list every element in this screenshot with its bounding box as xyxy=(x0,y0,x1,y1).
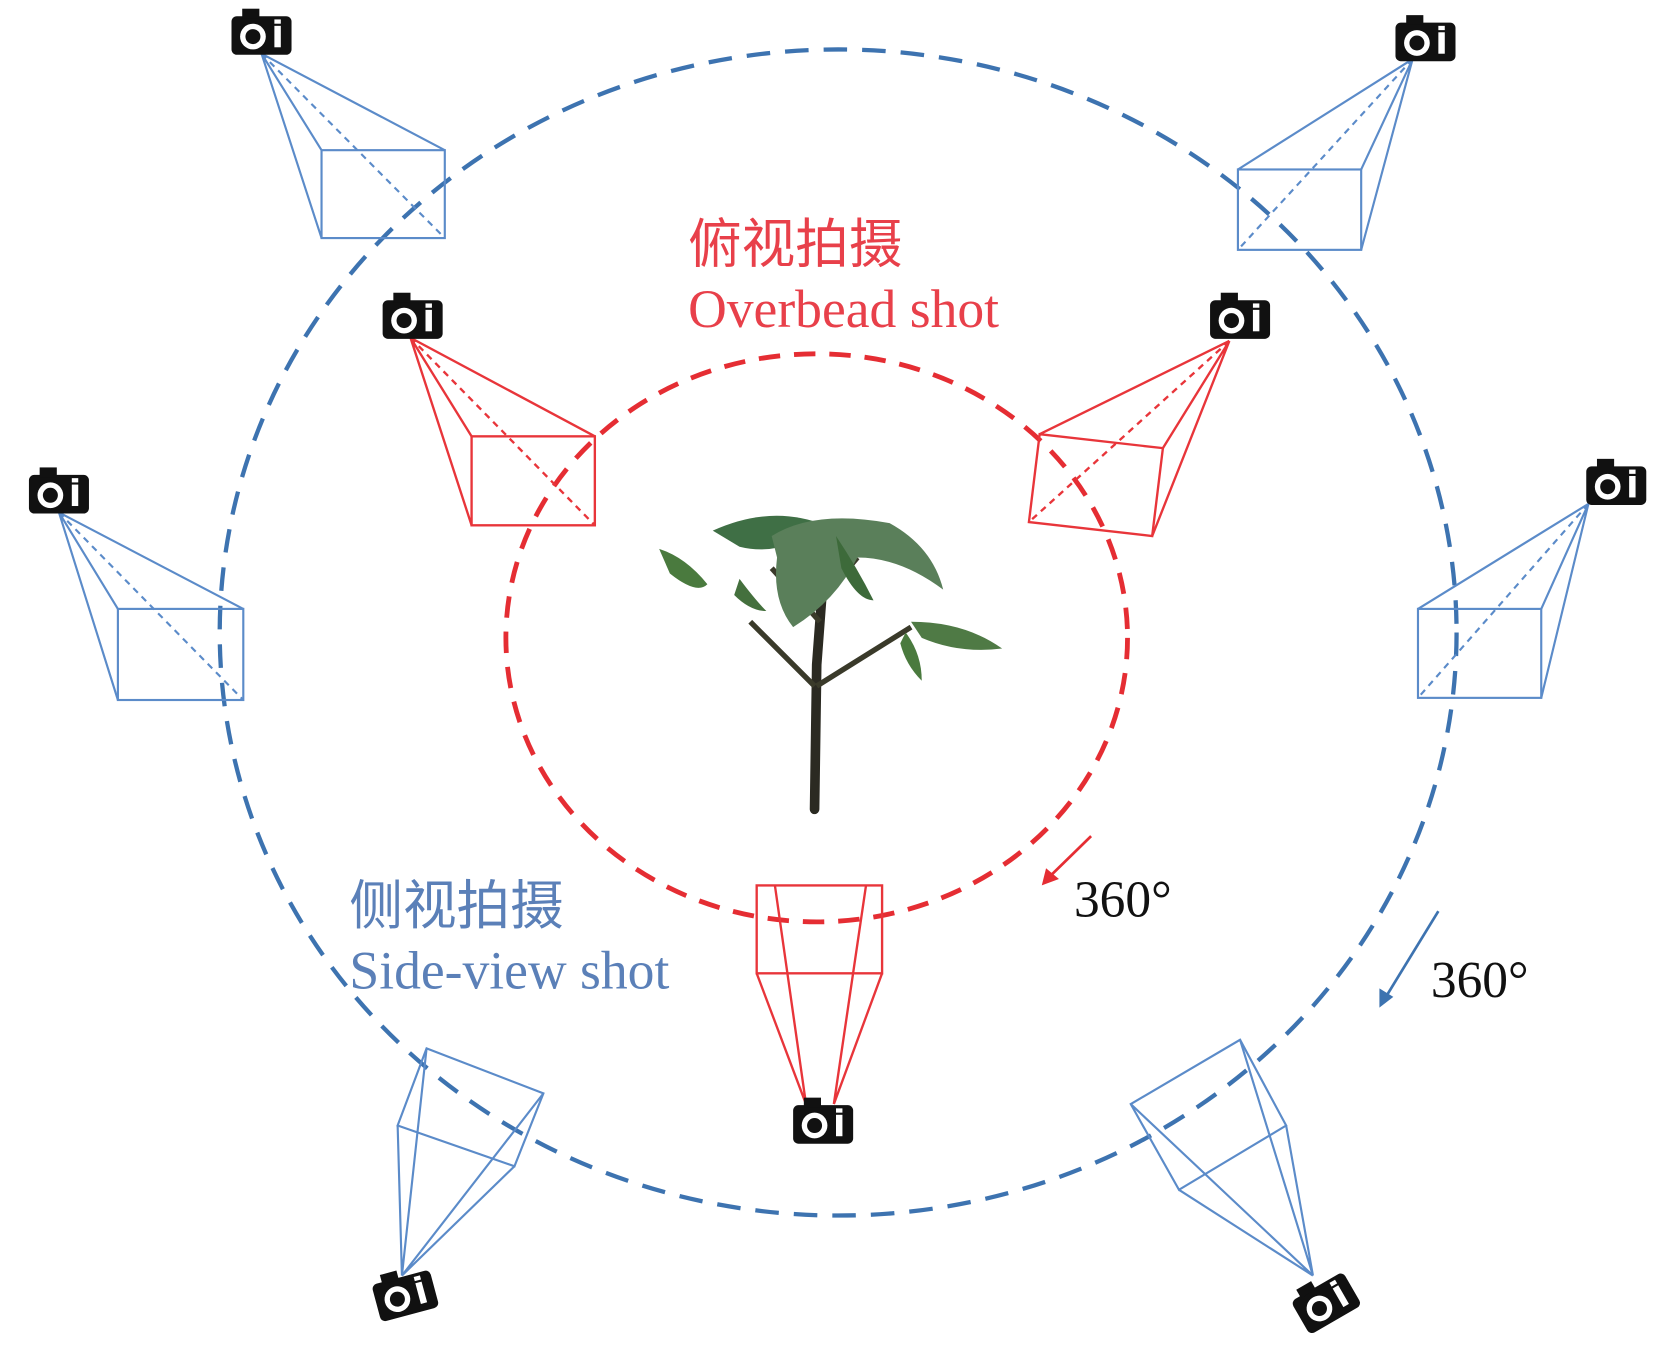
overhead-frustum-right xyxy=(1027,339,1231,538)
overhead-label-cn: 俯视拍摄 xyxy=(688,213,902,276)
overhead-path xyxy=(503,351,1130,925)
side-rotation-arrow xyxy=(1379,910,1440,1008)
overhead-label-en: Overbead shot xyxy=(688,279,999,339)
camera-icon xyxy=(1586,458,1647,505)
overhead-frustum-left xyxy=(409,336,597,527)
side-frustum-bottom-right xyxy=(1129,1038,1315,1277)
side-frustum-bottom-left xyxy=(396,1046,545,1277)
side-frustum-top-left xyxy=(260,52,446,240)
side-frustum-right xyxy=(1416,502,1590,699)
overhead-rotation-arrow xyxy=(1041,835,1093,886)
side-angle-label: 360° xyxy=(1431,952,1529,1009)
camera-icon xyxy=(793,1097,854,1144)
camera-icon xyxy=(1210,292,1271,339)
overhead-angle-label: 360° xyxy=(1074,872,1172,929)
plant-image xyxy=(659,515,1003,815)
camera-icon xyxy=(231,8,292,55)
side-frustum-top-right xyxy=(1236,58,1414,251)
camera-icon xyxy=(382,292,443,339)
side-label-cn: 侧视拍摄 xyxy=(349,874,563,937)
side-frustum-left xyxy=(57,511,245,702)
camera-icon xyxy=(28,467,89,514)
side-view-path xyxy=(217,47,1459,1218)
camera-icon xyxy=(1395,15,1456,62)
camera-icon xyxy=(1286,1265,1362,1335)
side-label-en: Side-view shot xyxy=(349,940,669,1000)
overhead-frustum-bottom xyxy=(755,884,884,1105)
